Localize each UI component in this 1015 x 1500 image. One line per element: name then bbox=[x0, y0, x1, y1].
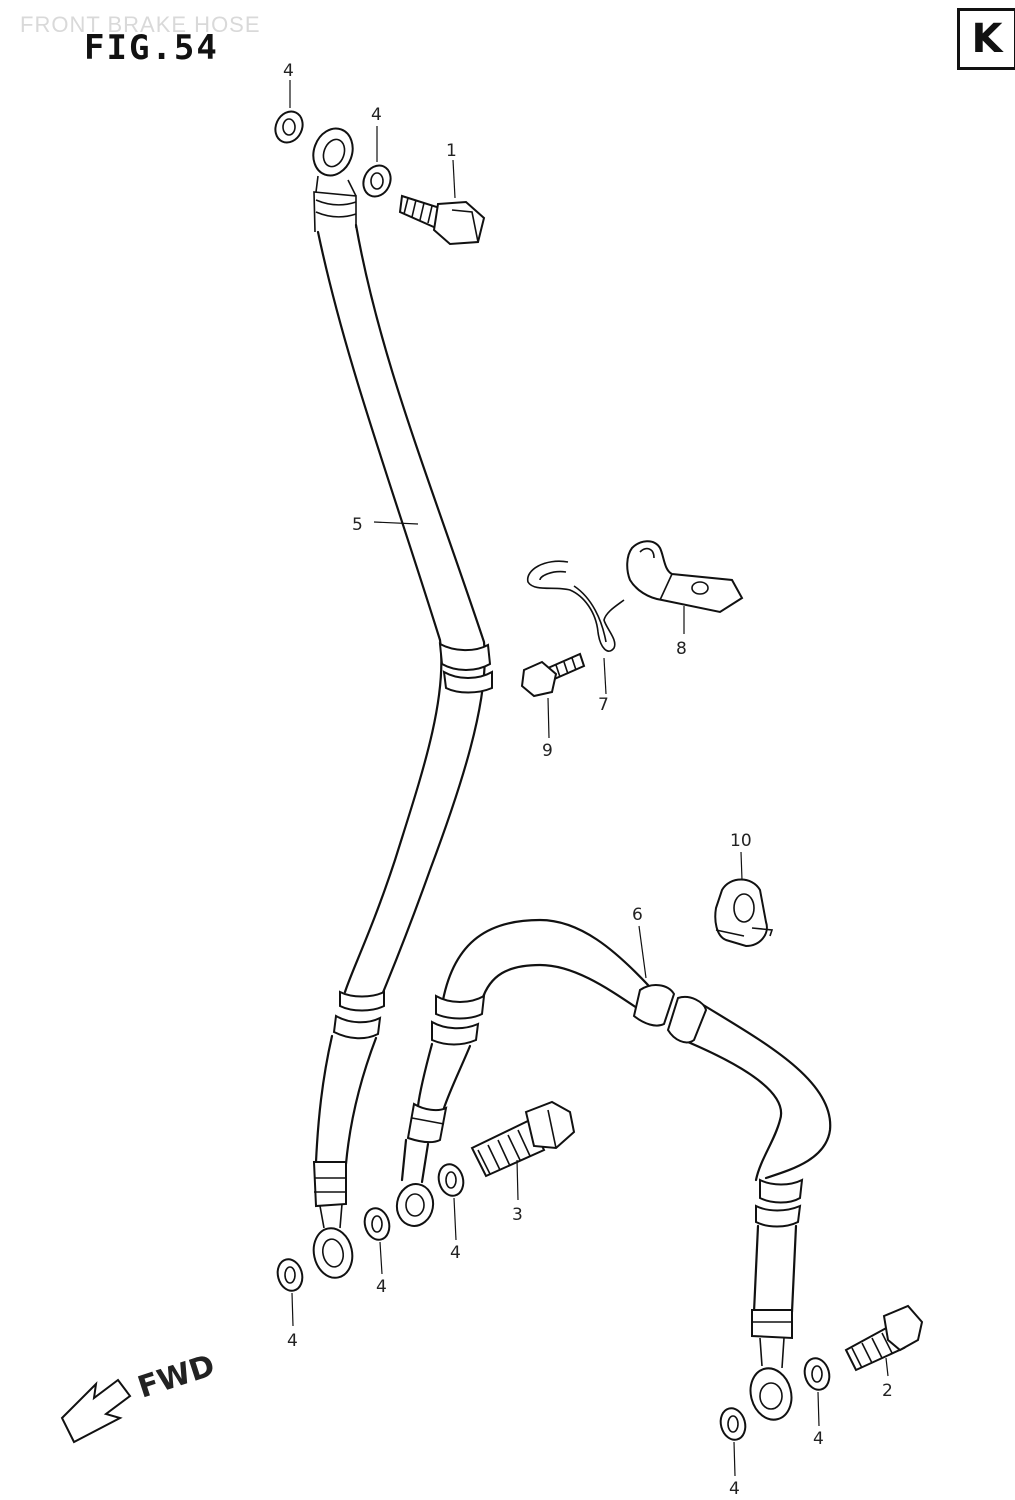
figure-label: FIG.54 bbox=[84, 28, 219, 68]
union-bolt-1 bbox=[398, 194, 486, 246]
union-bolt-3 bbox=[470, 1100, 576, 1178]
callout-hose-6: 6 bbox=[632, 905, 643, 925]
callout-bolt-1: 1 bbox=[446, 141, 457, 161]
washer bbox=[363, 1207, 391, 1241]
washer bbox=[274, 110, 304, 144]
callout-washer: 4 bbox=[376, 1277, 387, 1297]
hose-clip-7 bbox=[527, 560, 625, 652]
callout-hose-5: 5 bbox=[352, 515, 363, 535]
bracket-bolt-9 bbox=[520, 652, 586, 698]
callout-clamp-10: 10 bbox=[730, 831, 752, 851]
sealing-washers bbox=[274, 110, 831, 1441]
brake-hose-upper bbox=[312, 127, 493, 1279]
callout-bolt-3: 3 bbox=[512, 1205, 523, 1225]
region-code-box: K bbox=[957, 8, 1015, 70]
forward-direction: FWD bbox=[60, 1348, 219, 1444]
washer bbox=[276, 1258, 304, 1292]
callout-bracket-8: 8 bbox=[676, 639, 687, 659]
washer bbox=[719, 1407, 747, 1441]
leader-lines bbox=[289, 80, 889, 1477]
fwd-label: FWD bbox=[134, 1348, 219, 1406]
washer bbox=[437, 1163, 465, 1197]
washer bbox=[362, 164, 392, 198]
callout-washer: 4 bbox=[287, 1331, 298, 1351]
callout-washer: 4 bbox=[371, 105, 382, 125]
union-bolt-2 bbox=[844, 1304, 924, 1372]
callout-washer: 4 bbox=[283, 61, 294, 81]
callout-washer: 4 bbox=[729, 1479, 740, 1499]
washer bbox=[803, 1357, 831, 1391]
callout-bolt-9: 9 bbox=[542, 741, 553, 761]
hose-clamp-10 bbox=[714, 878, 774, 948]
callout-clip-7: 7 bbox=[598, 695, 609, 715]
callout-numbers: 4 4 1 5 7 8 9 10 6 3 4 4 4 2 4 4 bbox=[283, 61, 893, 1499]
callout-washer: 4 bbox=[450, 1243, 461, 1263]
callout-bolt-2: 2 bbox=[882, 1381, 893, 1401]
forward-arrow-icon bbox=[60, 1378, 132, 1444]
callout-washer: 4 bbox=[813, 1429, 824, 1449]
faint-title: FRONT BRAKE HOSE bbox=[20, 12, 261, 37]
brake-hose-lower bbox=[395, 918, 832, 1421]
hose-bracket-8 bbox=[626, 540, 744, 614]
